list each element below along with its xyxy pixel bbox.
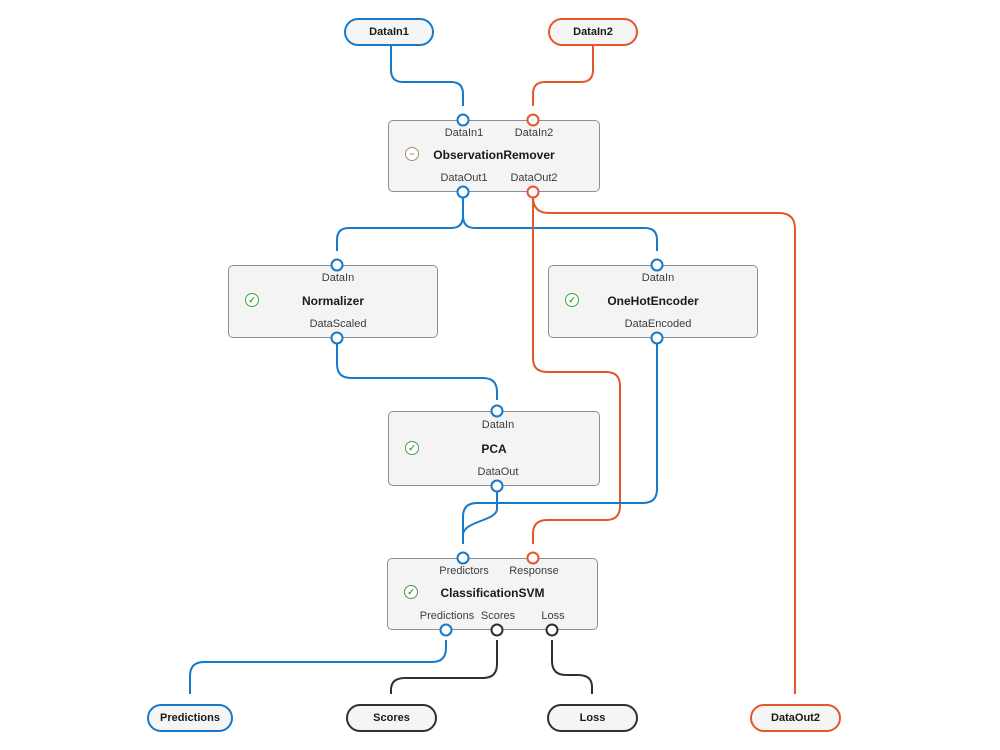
port-label-dataencoded: DataEncoded: [624, 318, 692, 330]
input-pill-datain1[interactable]: DataIn1: [344, 18, 434, 46]
output-pill-loss[interactable]: Loss: [547, 704, 638, 732]
node-title: PCA: [481, 442, 507, 456]
port-label-dataout: DataOut: [477, 466, 519, 478]
port-label-datain1: DataIn1: [444, 127, 484, 139]
node-title: ObservationRemover: [433, 148, 555, 162]
output-pill-predictions[interactable]: Predictions: [147, 704, 233, 732]
node-observationremover[interactable]: DataIn1 DataIn2 − ObservationRemover Dat…: [388, 120, 600, 192]
edge-scores-to-pill[interactable]: [390, 640, 498, 694]
port-pca-dataout[interactable]: [490, 479, 504, 493]
port-onehotencoder-dataencoded[interactable]: [650, 331, 664, 345]
port-label-dataout2: DataOut2: [510, 172, 558, 184]
port-classificationsvm-predictors[interactable]: [456, 551, 470, 565]
port-label-datain: DataIn: [641, 272, 675, 284]
edge-datain2-to-observationremover[interactable]: [532, 45, 594, 106]
port-observationremover-dataout2[interactable]: [526, 185, 540, 199]
port-label-loss: Loss: [541, 610, 565, 622]
edge-dataout1-to-onehotencoder[interactable]: [462, 197, 658, 251]
edge-datascaled-to-pca[interactable]: [336, 343, 498, 400]
port-label-scores: Scores: [480, 610, 516, 622]
port-label-datain2: DataIn2: [514, 127, 554, 139]
edge-predictions-to-pill[interactable]: [189, 640, 447, 694]
port-classificationsvm-response[interactable]: [526, 551, 540, 565]
port-classificationsvm-predictions[interactable]: [439, 623, 453, 637]
edge-dataout2-to-dataout2-pill[interactable]: [532, 196, 796, 694]
port-normalizer-datain[interactable]: [330, 258, 344, 272]
port-observationremover-dataout1[interactable]: [456, 185, 470, 199]
node-normalizer[interactable]: DataIn ✓ Normalizer DataScaled: [228, 265, 438, 338]
edge-datain1-to-observationremover[interactable]: [390, 45, 464, 106]
edge-dataout1-to-normalizer[interactable]: [336, 197, 464, 251]
port-observationremover-datain2[interactable]: [526, 113, 540, 127]
port-classificationsvm-scores[interactable]: [490, 623, 504, 637]
node-classificationsvm[interactable]: Predictors Response ✓ ClassificationSVM …: [387, 558, 598, 630]
node-onehotencoder[interactable]: DataIn ✓ OneHotEncoder DataEncoded: [548, 265, 758, 338]
port-observationremover-datain1[interactable]: [456, 113, 470, 127]
output-pill-scores[interactable]: Scores: [346, 704, 437, 732]
edge-dataencoded-to-predictors[interactable]: [462, 343, 658, 544]
check-circle-icon: ✓: [245, 293, 259, 307]
edge-loss-to-pill[interactable]: [551, 640, 593, 694]
node-title: Normalizer: [301, 294, 365, 308]
port-label-predictions: Predictions: [419, 610, 475, 622]
port-label-dataout1: DataOut1: [440, 172, 488, 184]
check-circle-icon: ✓: [405, 441, 419, 455]
port-label-datain: DataIn: [481, 419, 515, 431]
port-pca-datain[interactable]: [490, 404, 504, 418]
port-label-predictors: Predictors: [439, 565, 489, 577]
port-label-response: Response: [509, 565, 559, 577]
check-circle-icon: ✓: [404, 585, 418, 599]
port-onehotencoder-datain[interactable]: [650, 258, 664, 272]
output-pill-dataout2[interactable]: DataOut2: [750, 704, 841, 732]
check-circle-icon: ✓: [565, 293, 579, 307]
port-normalizer-datascaled[interactable]: [330, 331, 344, 345]
edge-pcaout-to-predictors[interactable]: [462, 491, 498, 536]
node-title: ClassificationSVM: [440, 586, 545, 600]
node-title: OneHotEncoder: [607, 294, 699, 308]
port-label-datain: DataIn: [321, 272, 355, 284]
port-classificationsvm-loss[interactable]: [545, 623, 559, 637]
port-label-datascaled: DataScaled: [309, 318, 367, 330]
input-pill-datain2[interactable]: DataIn2: [548, 18, 638, 46]
minus-circle-icon: −: [405, 147, 419, 161]
node-pca[interactable]: DataIn ✓ PCA DataOut: [388, 411, 600, 486]
edge-dataout2-to-response[interactable]: [532, 197, 621, 544]
